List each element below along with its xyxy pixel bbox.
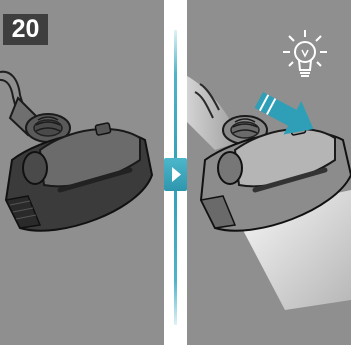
step-panel-after	[175, 0, 351, 345]
pointing-arrow-icon	[254, 92, 314, 135]
panel-divider	[164, 0, 187, 345]
play-triangle-icon	[172, 167, 181, 182]
step-panel-before: 20	[0, 0, 176, 345]
next-step-button[interactable]	[164, 158, 187, 191]
light-bulb-icon	[283, 30, 327, 77]
step-number-badge: 20	[3, 14, 48, 45]
vacuum-floor-nozzle-icon	[0, 70, 154, 232]
